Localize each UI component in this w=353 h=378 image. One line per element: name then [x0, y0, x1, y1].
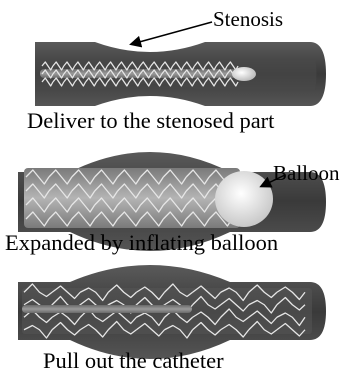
balloon-label: Balloon: [273, 161, 340, 185]
panel-3-caption: Pull out the catheter: [43, 348, 224, 373]
stenosis-arrow: [132, 22, 212, 44]
panel-1-delivery: Stenosis Deliver to the stenosed part: [27, 7, 326, 133]
panel-2-caption: Expanded by inflating balloon: [5, 230, 278, 255]
withdrawn-catheter: [22, 305, 192, 313]
panel-2-expansion: Balloon Expanded by inflating balloon: [5, 152, 340, 255]
catheter-tip: [232, 67, 256, 81]
panel-3-removal: Pull out the catheter: [18, 265, 326, 373]
balloon-tip: [215, 171, 273, 227]
stenosis-label: Stenosis: [213, 7, 283, 31]
panel-1-caption: Deliver to the stenosed part: [27, 108, 275, 133]
